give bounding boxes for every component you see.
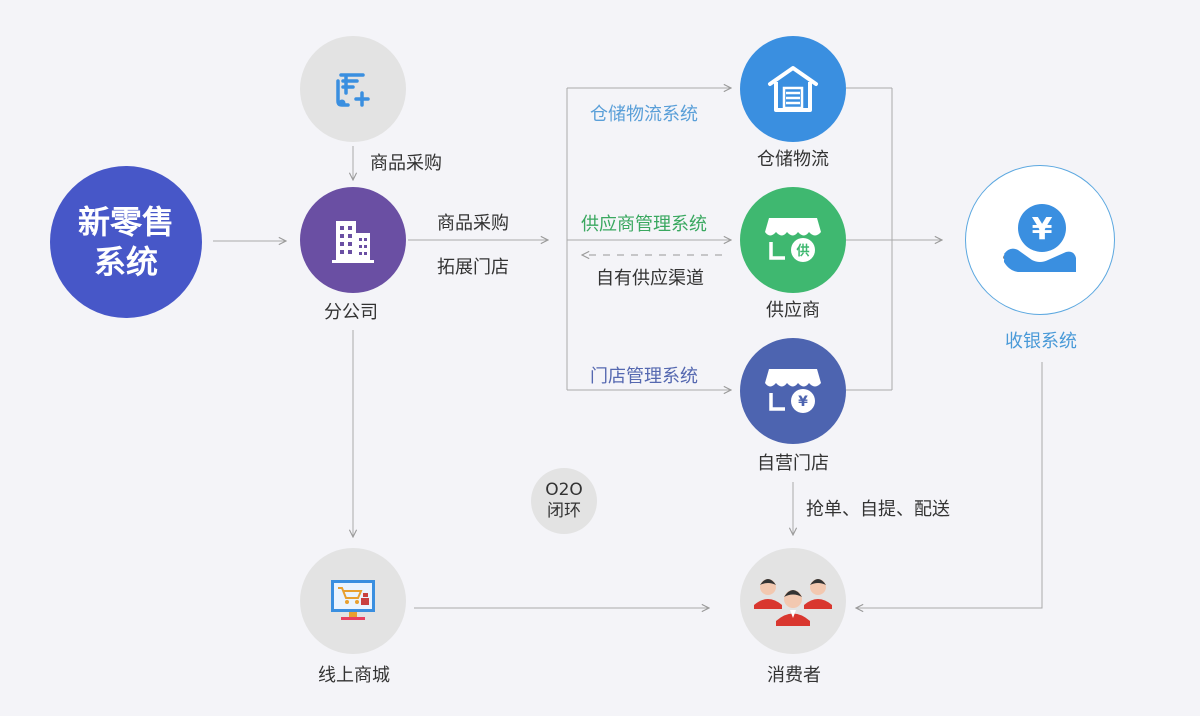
o2o-text: O2O 闭环 bbox=[545, 480, 583, 522]
own-supply-label: 自有供应渠道 bbox=[596, 268, 704, 289]
people-icon bbox=[754, 579, 832, 626]
edge-cashier-consumers bbox=[856, 362, 1043, 608]
cashier-yen-text: ¥ bbox=[1032, 212, 1053, 247]
new-retail-system-node: 新零售 系统 bbox=[50, 166, 202, 318]
cashier-label: 收银系统 bbox=[1005, 331, 1077, 352]
yen-hand-icon: ¥ bbox=[1002, 204, 1076, 272]
own-store-badge-text: ¥ bbox=[798, 394, 808, 410]
computer-cart-icon bbox=[331, 580, 375, 620]
o2o-line2: 闭环 bbox=[546, 501, 581, 521]
own-store-label: 自营门店 bbox=[757, 453, 829, 474]
store-system-label: 门店管理系统 bbox=[590, 366, 698, 387]
warehouse-system-label: 仓储物流系统 bbox=[590, 104, 698, 125]
supplier-badge-text: 供 bbox=[795, 243, 809, 259]
online-mall-node bbox=[300, 548, 406, 654]
consumers-node bbox=[740, 548, 846, 654]
building-icon bbox=[332, 221, 374, 263]
branch-node bbox=[300, 187, 406, 293]
o2o-loop-node: O2O 闭环 bbox=[531, 468, 597, 534]
hub-title: 新零售 系统 bbox=[78, 202, 174, 282]
procurement-edge-label: 商品采购 bbox=[370, 153, 442, 174]
hub-title-line2: 系统 bbox=[93, 243, 158, 281]
store-yen-icon: ¥ bbox=[765, 369, 821, 413]
warehouse-label: 仓储物流 bbox=[757, 149, 829, 170]
warehouse-icon bbox=[768, 66, 818, 112]
cashier-node: ¥ bbox=[965, 165, 1115, 315]
procurement-source-node bbox=[300, 36, 406, 142]
supplier-label: 供应商 bbox=[766, 300, 820, 321]
branch-label: 分公司 bbox=[324, 302, 378, 323]
hub-title-line1: 新零售 bbox=[77, 203, 174, 241]
warehouse-node bbox=[740, 36, 846, 142]
truck-plus-icon bbox=[336, 73, 370, 107]
o2o-line1: O2O bbox=[545, 480, 583, 500]
consumers-label: 消费者 bbox=[767, 665, 821, 686]
supplier-node: 供 bbox=[740, 187, 846, 293]
branch-out-label-1: 商品采购 bbox=[437, 213, 509, 234]
branch-out-label-2: 拓展门店 bbox=[437, 257, 509, 278]
delivery-label: 抢单、自提、配送 bbox=[806, 499, 950, 520]
own-store-node: ¥ bbox=[740, 338, 846, 444]
supplier-store-icon: 供 bbox=[765, 218, 821, 262]
online-mall-label: 线上商城 bbox=[318, 665, 390, 686]
supplier-system-label: 供应商管理系统 bbox=[581, 214, 707, 235]
